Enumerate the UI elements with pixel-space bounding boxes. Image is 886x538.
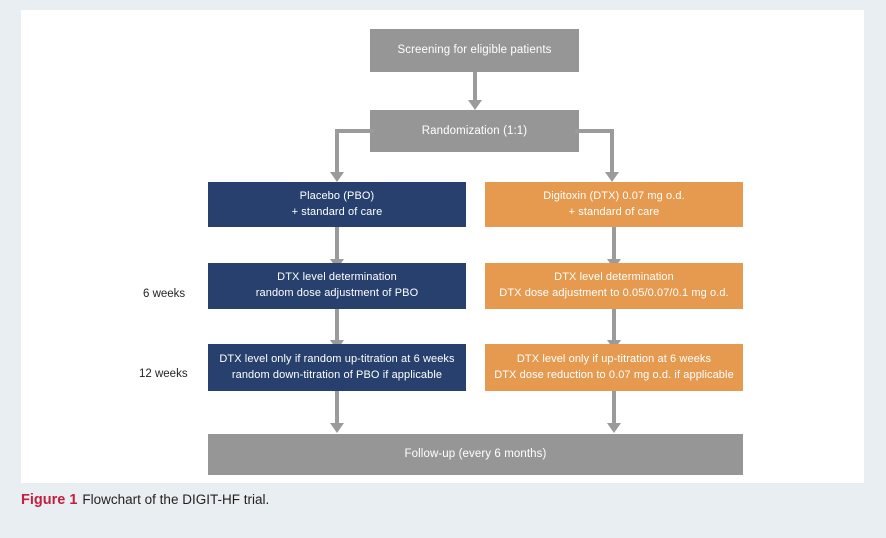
node-randomization-label: Randomization (1:1): [421, 124, 528, 137]
node-placebo-12-weeks-line2: random down-titration of PBO if applicab…: [231, 368, 443, 381]
node-followup-label: Follow-up (every 6 months): [404, 448, 547, 461]
arrow-screening-to-randomization-shaft: [473, 72, 477, 102]
figure-label: Figure 1: [21, 492, 78, 508]
arrow-digitoxin-6w-to-12w-shaft: [612, 309, 616, 342]
node-placebo-12-weeks: DTX level only if random up-titration at…: [208, 344, 466, 391]
node-randomization: Randomization (1:1): [370, 110, 579, 152]
branch-left-vertical: [335, 129, 339, 174]
node-digitoxin-12-weeks: DTX level only if up-titration at 6 week…: [485, 344, 743, 391]
node-digitoxin-6-weeks: DTX level determination DTX dose adjustm…: [485, 263, 743, 309]
arrow-placebo-12w-to-followup-shaft: [335, 391, 339, 425]
node-placebo-6-weeks-line2: random dose adjustment of PBO: [255, 287, 419, 299]
node-digitoxin-arm: Digitoxin (DTX) 0.07 mg o.d. + standard …: [485, 182, 743, 227]
node-digitoxin-12-weeks-line2: DTX dose reduction to 0.07 mg o.d. if ap…: [494, 368, 734, 381]
node-placebo-6-weeks-line1: DTX level determination: [277, 271, 397, 284]
arrow-placebo-6w-to-12w-shaft: [335, 309, 339, 342]
node-digitoxin-12-weeks-line1: DTX level only if up-titration at 6 week…: [516, 352, 712, 365]
node-followup: Follow-up (every 6 months): [208, 434, 743, 475]
arrow-screening-to-randomization-head: [468, 100, 482, 110]
node-digitoxin-arm-line1: Digitoxin (DTX) 0.07 mg o.d.: [543, 189, 685, 202]
node-digitoxin-6-weeks-line2: DTX dose adjustment to 0.05/0.07/0.1 mg …: [499, 287, 729, 299]
arrow-placebo-12w-to-followup-head: [330, 423, 344, 433]
branch-right-horizontal: [575, 129, 614, 133]
flowchart-canvas: Screening for eligible patients Randomiz…: [21, 10, 864, 483]
node-placebo-arm-line2: + standard of care: [291, 205, 383, 218]
branch-left-head: [330, 172, 344, 182]
branch-right-vertical: [610, 129, 614, 174]
figure-caption: Figure 1 Flowchart of the DIGIT-HF trial.: [21, 492, 864, 508]
node-placebo-6-weeks: DTX level determination random dose adju…: [208, 263, 466, 309]
timeline-label-6-weeks: 6 weeks: [143, 288, 186, 300]
node-screening-label: Screening for eligible patients: [397, 44, 552, 57]
node-digitoxin-arm-line2: + standard of care: [568, 205, 660, 218]
node-digitoxin-6-weeks-line1: DTX level determination: [554, 271, 674, 284]
figure-caption-text: Flowchart of the DIGIT-HF trial.: [82, 492, 270, 507]
node-screening: Screening for eligible patients: [370, 29, 579, 72]
branch-right-head: [605, 172, 619, 182]
node-placebo-arm: Placebo (PBO) + standard of care: [208, 182, 466, 227]
arrow-digitoxin-12w-to-followup-head: [607, 423, 621, 433]
node-placebo-arm-line1: Placebo (PBO): [299, 189, 375, 202]
arrow-digitoxin-12w-to-followup-shaft: [612, 391, 616, 425]
arrow-placebo-arm-to-6w-shaft: [335, 227, 339, 261]
timeline-label-12-weeks: 12 weeks: [139, 368, 188, 380]
branch-left-horizontal: [335, 129, 374, 133]
node-placebo-12-weeks-line1: DTX level only if random up-titration at…: [219, 352, 455, 365]
arrow-digitoxin-arm-to-6w-shaft: [612, 227, 616, 261]
